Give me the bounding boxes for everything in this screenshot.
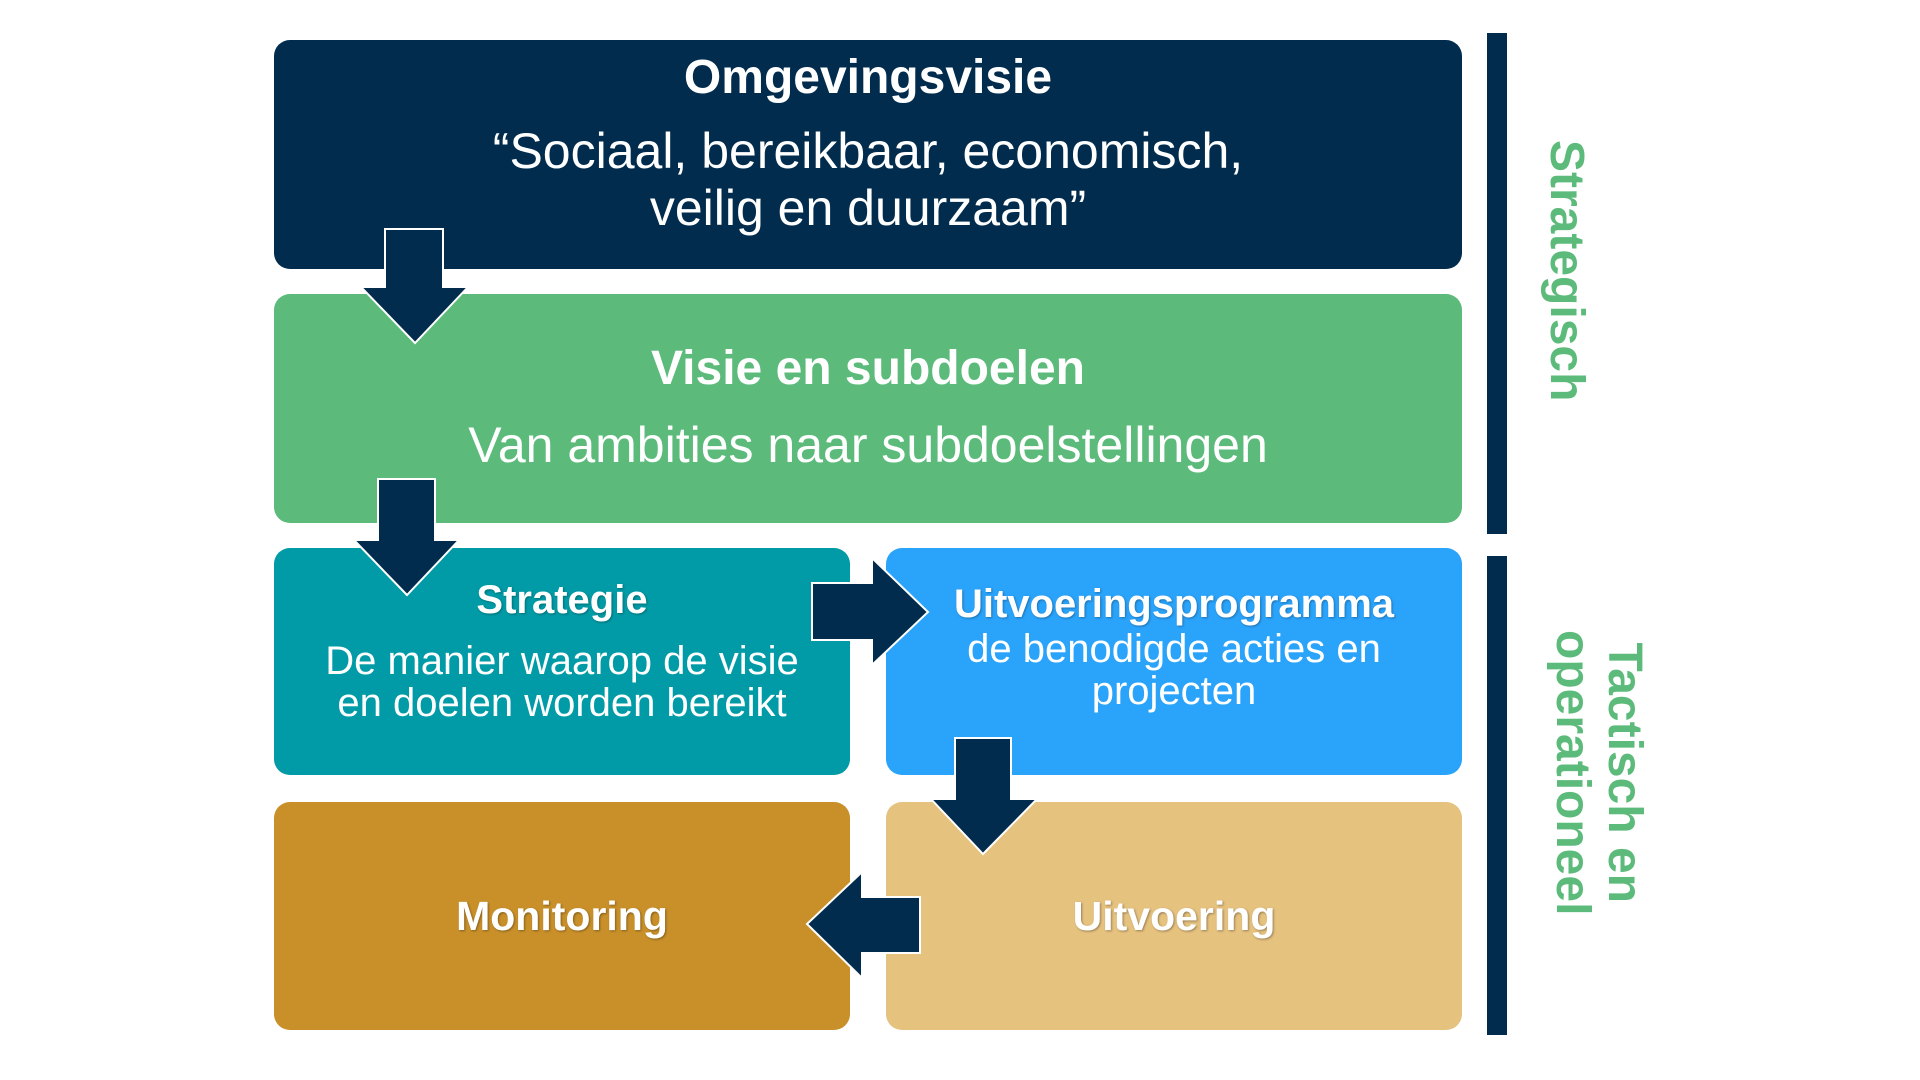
visie-subdoelen-box: Visie en subdoelen Van ambities naar sub… [274,294,1462,523]
uitvoering-title: Uitvoering [1072,892,1276,939]
visie-subdoelen-title: Visie en subdoelen [651,341,1085,395]
monitoring-box: Monitoring [274,802,850,1030]
monitoring-title: Monitoring [456,892,668,939]
strategie-line1: De manier waarop de visie [325,638,799,683]
tactisch-label-line2: operationeel [1546,630,1599,916]
omgevingsvisie-quote-line2: veilig en duurzaam” [649,179,1087,236]
tactisch-operationeel-label: Tactisch en operationeel [1546,630,1651,916]
strategie-line2: en doelen worden bereikt [337,680,787,725]
uitvoeringsprogramma-line2: projecten [1091,668,1257,713]
strategisch-bracket-line [1487,33,1507,534]
uitvoeringsprogramma-title: Uitvoeringsprogramma [953,581,1395,626]
strategisch-label: Strategisch [1540,140,1593,402]
visie-subdoelen-subtitle: Van ambities naar subdoelstellingen [468,417,1268,474]
omgevingsvisie-quote-line1: “Sociaal, bereikbaar, economisch, [492,122,1244,179]
omgevingsvisie-box: Omgevingsvisie “Sociaal, bereikbaar, eco… [274,40,1462,269]
omgevingsvisie-title: Omgevingsvisie [683,51,1053,105]
uitvoeringsprogramma-box: Uitvoeringsprogramma de benodigde acties… [886,548,1462,775]
tactisch-label-line1: Tactisch en [1598,642,1651,903]
strategie-title: Strategie [476,577,648,622]
uitvoeringsprogramma-line1: de benodigde acties en [967,626,1381,671]
tactisch-bracket-line [1487,556,1507,1035]
strategie-box: Strategie De manier waarop de visie en d… [274,548,850,775]
